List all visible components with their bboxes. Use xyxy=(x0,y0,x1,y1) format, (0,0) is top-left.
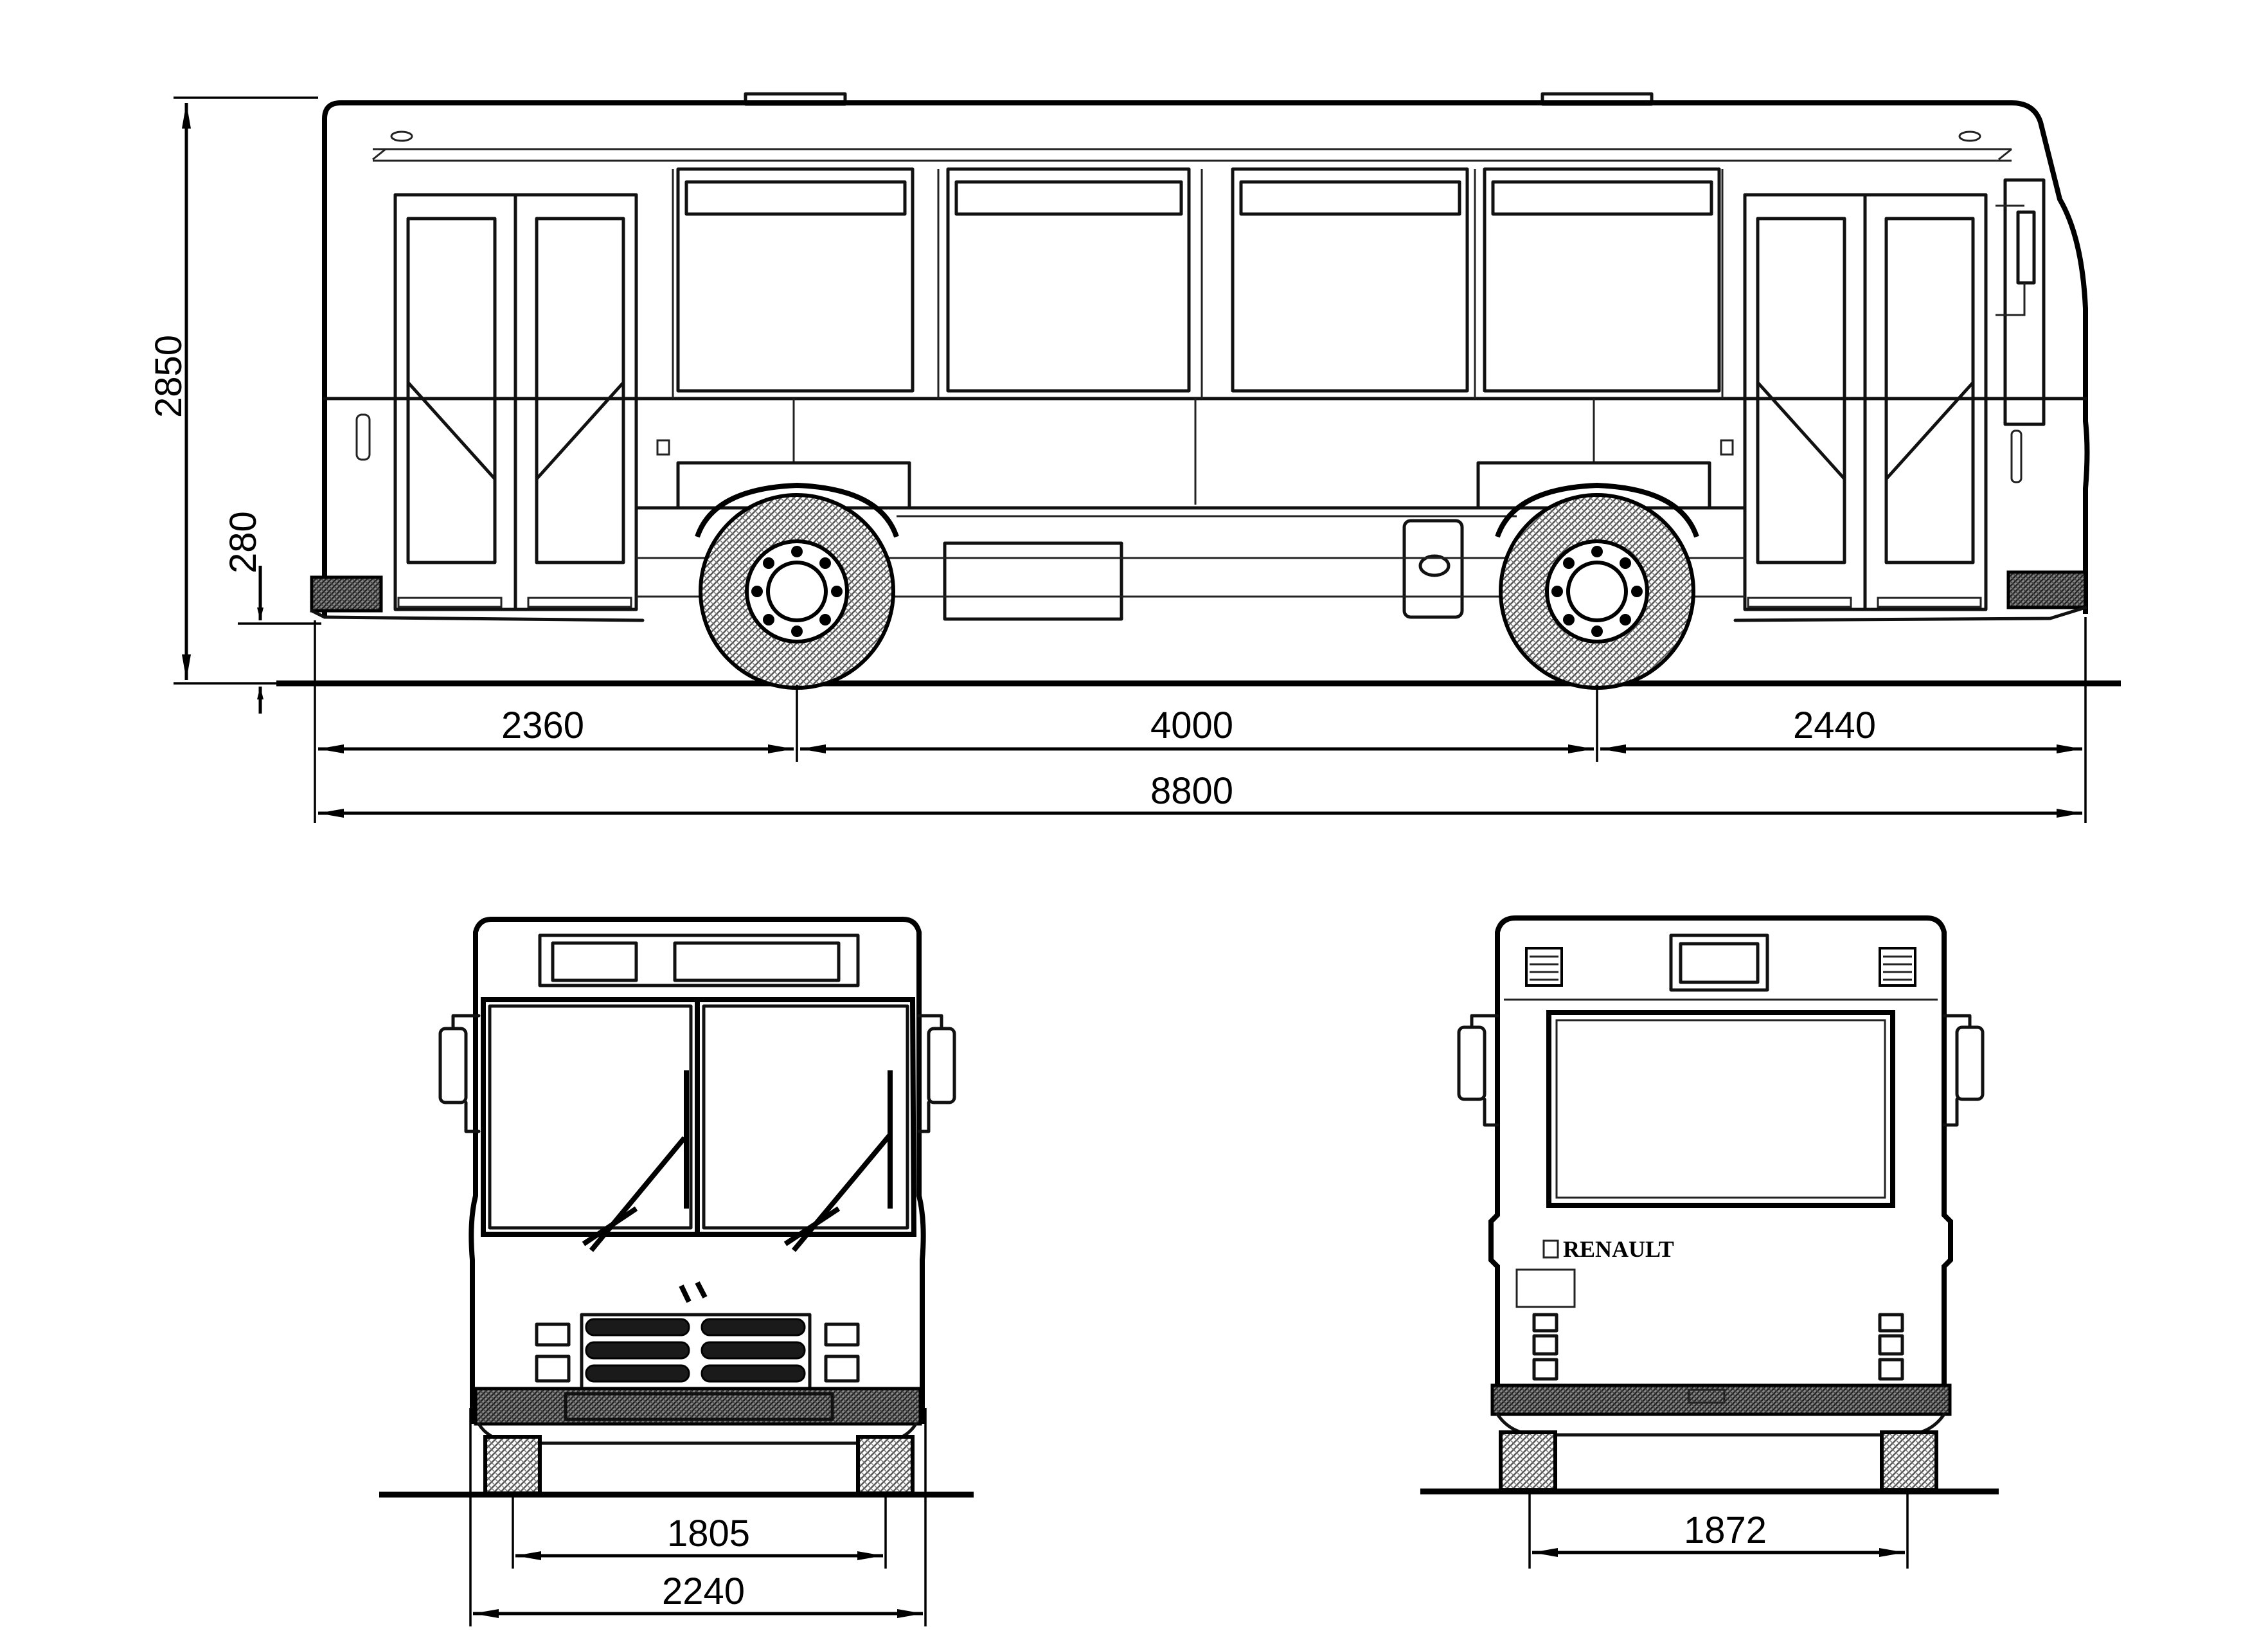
grille-slot xyxy=(701,1341,806,1360)
front-lower-valance xyxy=(477,1422,918,1445)
rear-view-mirror-left xyxy=(1457,1025,1487,1101)
front-emblem-icon xyxy=(679,1281,708,1303)
passenger-windows xyxy=(672,167,1724,399)
side-mirror xyxy=(2016,210,2036,285)
renault-logo-icon xyxy=(1542,1239,1559,1259)
windscreen-left-inner xyxy=(488,1004,693,1230)
grille-slot xyxy=(585,1341,690,1360)
front-lower-edge xyxy=(310,609,645,622)
front-marker-lamp xyxy=(390,130,413,142)
rear-lamp-right-3 xyxy=(1878,1358,1904,1381)
front-mirror-right xyxy=(927,1027,956,1104)
front-door xyxy=(393,193,638,611)
wiper-blade-left xyxy=(582,1206,638,1246)
rear-track-label: 1872 xyxy=(1684,1509,1767,1551)
destination-box xyxy=(538,933,860,987)
overall-width-label: 2240 xyxy=(662,1571,745,1612)
front-mirror-arm-left xyxy=(451,1014,481,1133)
rear-lamp-right-2 xyxy=(1878,1334,1904,1356)
front-mirror-left xyxy=(438,1027,468,1104)
roof-trim-end xyxy=(372,148,2012,161)
rear-body-outline xyxy=(1488,915,1953,1414)
headlamp-right-upper xyxy=(824,1322,860,1347)
luggage-hatch xyxy=(943,541,1123,621)
front-view: 1805 2240 xyxy=(379,917,974,1626)
route-number-display xyxy=(551,941,638,982)
rear-bumper xyxy=(2006,570,2087,609)
front-body-outline xyxy=(469,917,926,1424)
grille-slot xyxy=(585,1364,690,1383)
rear-lamp-right-1 xyxy=(1878,1313,1904,1333)
mirror-arm xyxy=(1996,204,2026,316)
rear-overhang-label: 2440 xyxy=(1793,705,1876,746)
grille-slot xyxy=(701,1364,806,1383)
front-side-lamp xyxy=(355,413,371,461)
rear-lamp-left-2 xyxy=(1532,1334,1558,1356)
headlamp-right-lower xyxy=(824,1354,860,1383)
grille-slot xyxy=(585,1318,690,1336)
headlamp-left-lower xyxy=(535,1354,571,1383)
wiper-right-icon xyxy=(791,1070,893,1252)
rear-route-display xyxy=(1669,933,1769,992)
rear-lower-edge xyxy=(1733,606,2087,622)
front-track-label: 1805 xyxy=(667,1513,750,1554)
rear-window-inner xyxy=(1555,1019,1886,1199)
rear-route-display-inner xyxy=(1679,942,1760,984)
rear-dimensions: 1872 xyxy=(1528,1491,1909,1569)
wheelbase-label: 4000 xyxy=(1150,705,1233,746)
fuel-cap xyxy=(1418,554,1451,577)
wiper-left-icon xyxy=(589,1070,689,1252)
overall-length-label: 8800 xyxy=(1150,770,1233,812)
renault-logo-text: RENAULT xyxy=(1563,1236,1674,1262)
rear-mirror-arm-left xyxy=(1470,1014,1499,1127)
front-view-tyre-left xyxy=(483,1435,542,1495)
rear-plate-light xyxy=(1688,1389,1726,1404)
number-plate xyxy=(564,1392,834,1421)
wiper-blade-right xyxy=(783,1206,841,1246)
headlamp-left-upper xyxy=(535,1322,571,1347)
rear-wheel xyxy=(1495,482,1699,690)
grille-slot xyxy=(701,1318,806,1336)
emergency-switch-rear xyxy=(1720,439,1734,456)
windscreen-right-inner xyxy=(702,1004,909,1230)
side-view: 2850 280 2360 4000 2440 8800 xyxy=(148,92,2121,823)
rear-lamp-left-3 xyxy=(1532,1358,1558,1381)
front-overhang-label: 2360 xyxy=(501,705,584,746)
height-label: 2850 xyxy=(148,335,190,418)
rear-mirror-arm-right xyxy=(1942,1014,1972,1127)
front-view-bumper xyxy=(474,1387,922,1426)
front-view-tyre-right xyxy=(856,1435,915,1495)
windscreen xyxy=(481,997,917,1237)
rear-lower-valance xyxy=(1496,1412,1946,1437)
rear-door xyxy=(1743,193,1988,611)
rear-view-mirror-right xyxy=(1955,1025,1985,1101)
destination-display xyxy=(673,941,841,982)
rear-marker-lamp xyxy=(1958,130,1981,142)
rear-window xyxy=(1546,1010,1895,1208)
front-wheel xyxy=(695,482,899,690)
front-bumper xyxy=(310,575,383,613)
rear-engine-flap xyxy=(1515,1268,1576,1308)
front-mirror-arm-right xyxy=(917,1014,943,1133)
rear-vent-right-slats xyxy=(1883,955,1912,981)
side-dimensions: 2850 280 2360 4000 2440 8800 xyxy=(148,96,2087,823)
rear-vent-left-slats xyxy=(1530,955,1558,981)
rear-lamp-cluster xyxy=(2010,429,2022,483)
bus-body-outline xyxy=(322,100,2090,617)
rear-view-tyre-left xyxy=(1499,1430,1557,1492)
driver-side-window xyxy=(2003,178,2046,426)
front-dimensions: 1805 2240 xyxy=(469,1408,927,1626)
emergency-switch-front xyxy=(656,439,670,456)
clearance-label: 280 xyxy=(222,511,264,573)
rear-view-tyre-right xyxy=(1880,1430,1938,1492)
rear-lamp-left-1 xyxy=(1532,1313,1558,1333)
fuel-filler-panel xyxy=(1402,519,1464,619)
rear-view: RENAULT 1872 xyxy=(1420,915,1999,1569)
